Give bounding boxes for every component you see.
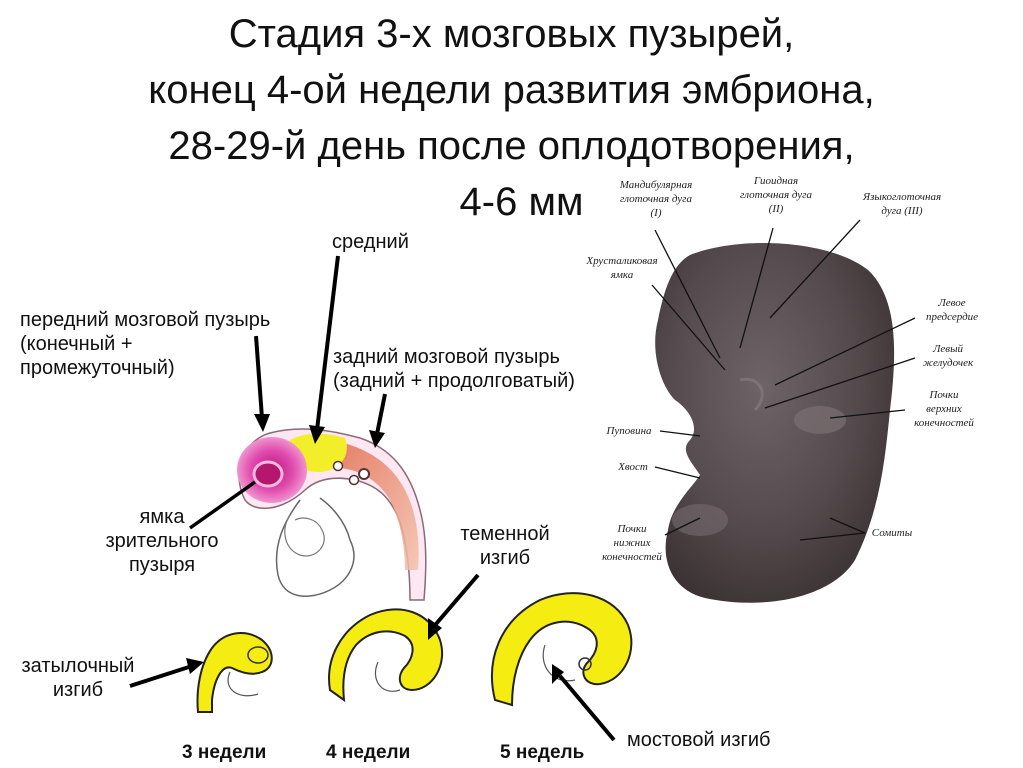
label-pontine-flexure: мостовой изгиб <box>627 728 770 752</box>
label-lower-limb-line-3: конечностей <box>602 551 662 563</box>
label-hindbrain-line-1: задний мозговой пузырь <box>333 346 560 368</box>
label-optic-pit-line-1: ямка <box>139 506 185 528</box>
label-lower-limb-buds: Почки нижних конечностей <box>596 522 668 564</box>
label-middle-vesicle: средний <box>332 230 409 254</box>
label-umbilical-text: Пуповина <box>606 425 652 437</box>
label-glosso-line-1: Языкоглоточная <box>862 191 942 203</box>
embryo-photo <box>655 243 895 603</box>
label-left-atrium-line-2: предсердие <box>925 311 979 323</box>
label-upper-limb-line-2: верхних <box>926 403 962 415</box>
label-lower-limb-line-1: Почки <box>617 523 647 535</box>
annotation-arrows <box>188 255 387 530</box>
label-mandibular-line-2: глоточная дуга <box>620 193 692 205</box>
label-lens-pit-line-1: Хрусталиковая <box>586 255 658 267</box>
label-hyoid-arch: Гиоидная глоточная дуга (II) <box>726 174 826 216</box>
label-left-atrium: Левое предсердие <box>916 296 988 324</box>
label-left-ventricle-line-1: Левый <box>932 343 964 355</box>
label-optic-pit: ямка зрительного пузыря <box>92 505 232 577</box>
label-upper-limb-line-3: конечностей <box>914 417 974 429</box>
label-parietal-flexure: теменной изгиб <box>450 522 560 570</box>
caption-week-5: 5 недель <box>500 742 585 763</box>
label-optic-pit-line-2: зрительного <box>105 530 219 552</box>
label-parietal-line-2: изгиб <box>479 547 531 569</box>
embryo-body-outline <box>275 497 355 597</box>
label-hyoid-line-3: (II) <box>768 203 784 215</box>
label-glosso-line-2: дуга (III) <box>881 205 923 217</box>
label-forebrain-line-1: передний мозговой пузырь <box>20 309 271 331</box>
label-hindbrain-line-2: (задний + продолговатый) <box>333 370 575 392</box>
brain-vesicles-embryo <box>237 428 427 601</box>
label-forebrain: передний мозговой пузырь (конечный + про… <box>20 308 270 380</box>
label-occipital-line-1: затылочный <box>21 655 135 677</box>
label-lens-pit-line-2: ямка <box>610 269 634 281</box>
label-mandibular-arch: Мандибулярная глоточная дуга (I) <box>604 178 708 220</box>
label-somites-text: Сомиты <box>871 527 913 539</box>
otic-dot-3 <box>358 468 370 480</box>
label-forebrain-line-2: (конечный + <box>20 333 133 355</box>
label-mandibular-line-3: (I) <box>650 207 662 219</box>
label-forebrain-line-3: промежуточный) <box>20 357 175 379</box>
embryo-week-4 <box>328 608 443 703</box>
flexure-arrows <box>129 573 616 742</box>
embryo-week-5 <box>491 592 633 707</box>
optic-pit <box>252 460 284 488</box>
page-title: Стадия 3-х мозговых пузырей, конец 4-ой … <box>0 6 1023 230</box>
title-line-1: Стадия 3-х мозговых пузырей, <box>228 12 795 56</box>
label-left-ventricle: Левый желудочек <box>912 342 984 370</box>
caption-week-4: 4 недели <box>326 742 411 763</box>
photo-leader-lines <box>651 219 916 541</box>
caption-week-3: 3 недели <box>182 742 267 763</box>
label-lower-limb-line-2: нижних <box>613 537 651 549</box>
label-parietal-line-1: теменной <box>460 523 550 545</box>
label-hyoid-line-2: глоточная дуга <box>740 189 812 201</box>
label-pontine-text: мостовой изгиб <box>627 729 771 751</box>
label-glossopharyngeal-arch: Языкоглоточная дуга (III) <box>848 190 956 218</box>
title-line-3: 28-29-й день после оплодотворения, <box>168 124 855 168</box>
label-occipital-line-2: изгиб <box>52 679 104 701</box>
label-somites: Сомиты <box>864 526 920 540</box>
label-hyoid-line-1: Гиоидная <box>753 175 799 187</box>
label-left-ventricle-line-2: желудочек <box>922 357 974 369</box>
label-hindbrain: задний мозговой пузырь (задний + продолг… <box>333 345 575 393</box>
otic-dot-2 <box>348 474 360 486</box>
label-umbilical-cord: Пуповина <box>596 424 662 438</box>
label-tail-text: Хвост <box>618 461 648 473</box>
label-left-atrium-line-1: Левое <box>938 297 966 309</box>
otic-dot-1 <box>332 460 344 472</box>
embryo-week-3 <box>196 632 273 713</box>
label-mandibular-line-1: Мандибулярная <box>619 179 693 191</box>
label-upper-limb-buds: Почки верхних конечностей <box>902 388 986 430</box>
title-line-2: конец 4-ой недели развития эмбриона, <box>148 68 875 112</box>
label-tail: Хвост <box>608 460 658 474</box>
label-occipital-flexure: затылочный изгиб <box>8 654 148 702</box>
label-upper-limb-line-1: Почки <box>929 389 959 401</box>
label-lens-pit: Хрусталиковая ямка <box>582 254 662 282</box>
heart-loop-outline <box>284 514 325 557</box>
label-optic-pit-line-3: пузыря <box>128 554 196 576</box>
title-line-4: 4-6 мм <box>459 180 584 224</box>
label-middle-text: средний <box>332 231 409 253</box>
